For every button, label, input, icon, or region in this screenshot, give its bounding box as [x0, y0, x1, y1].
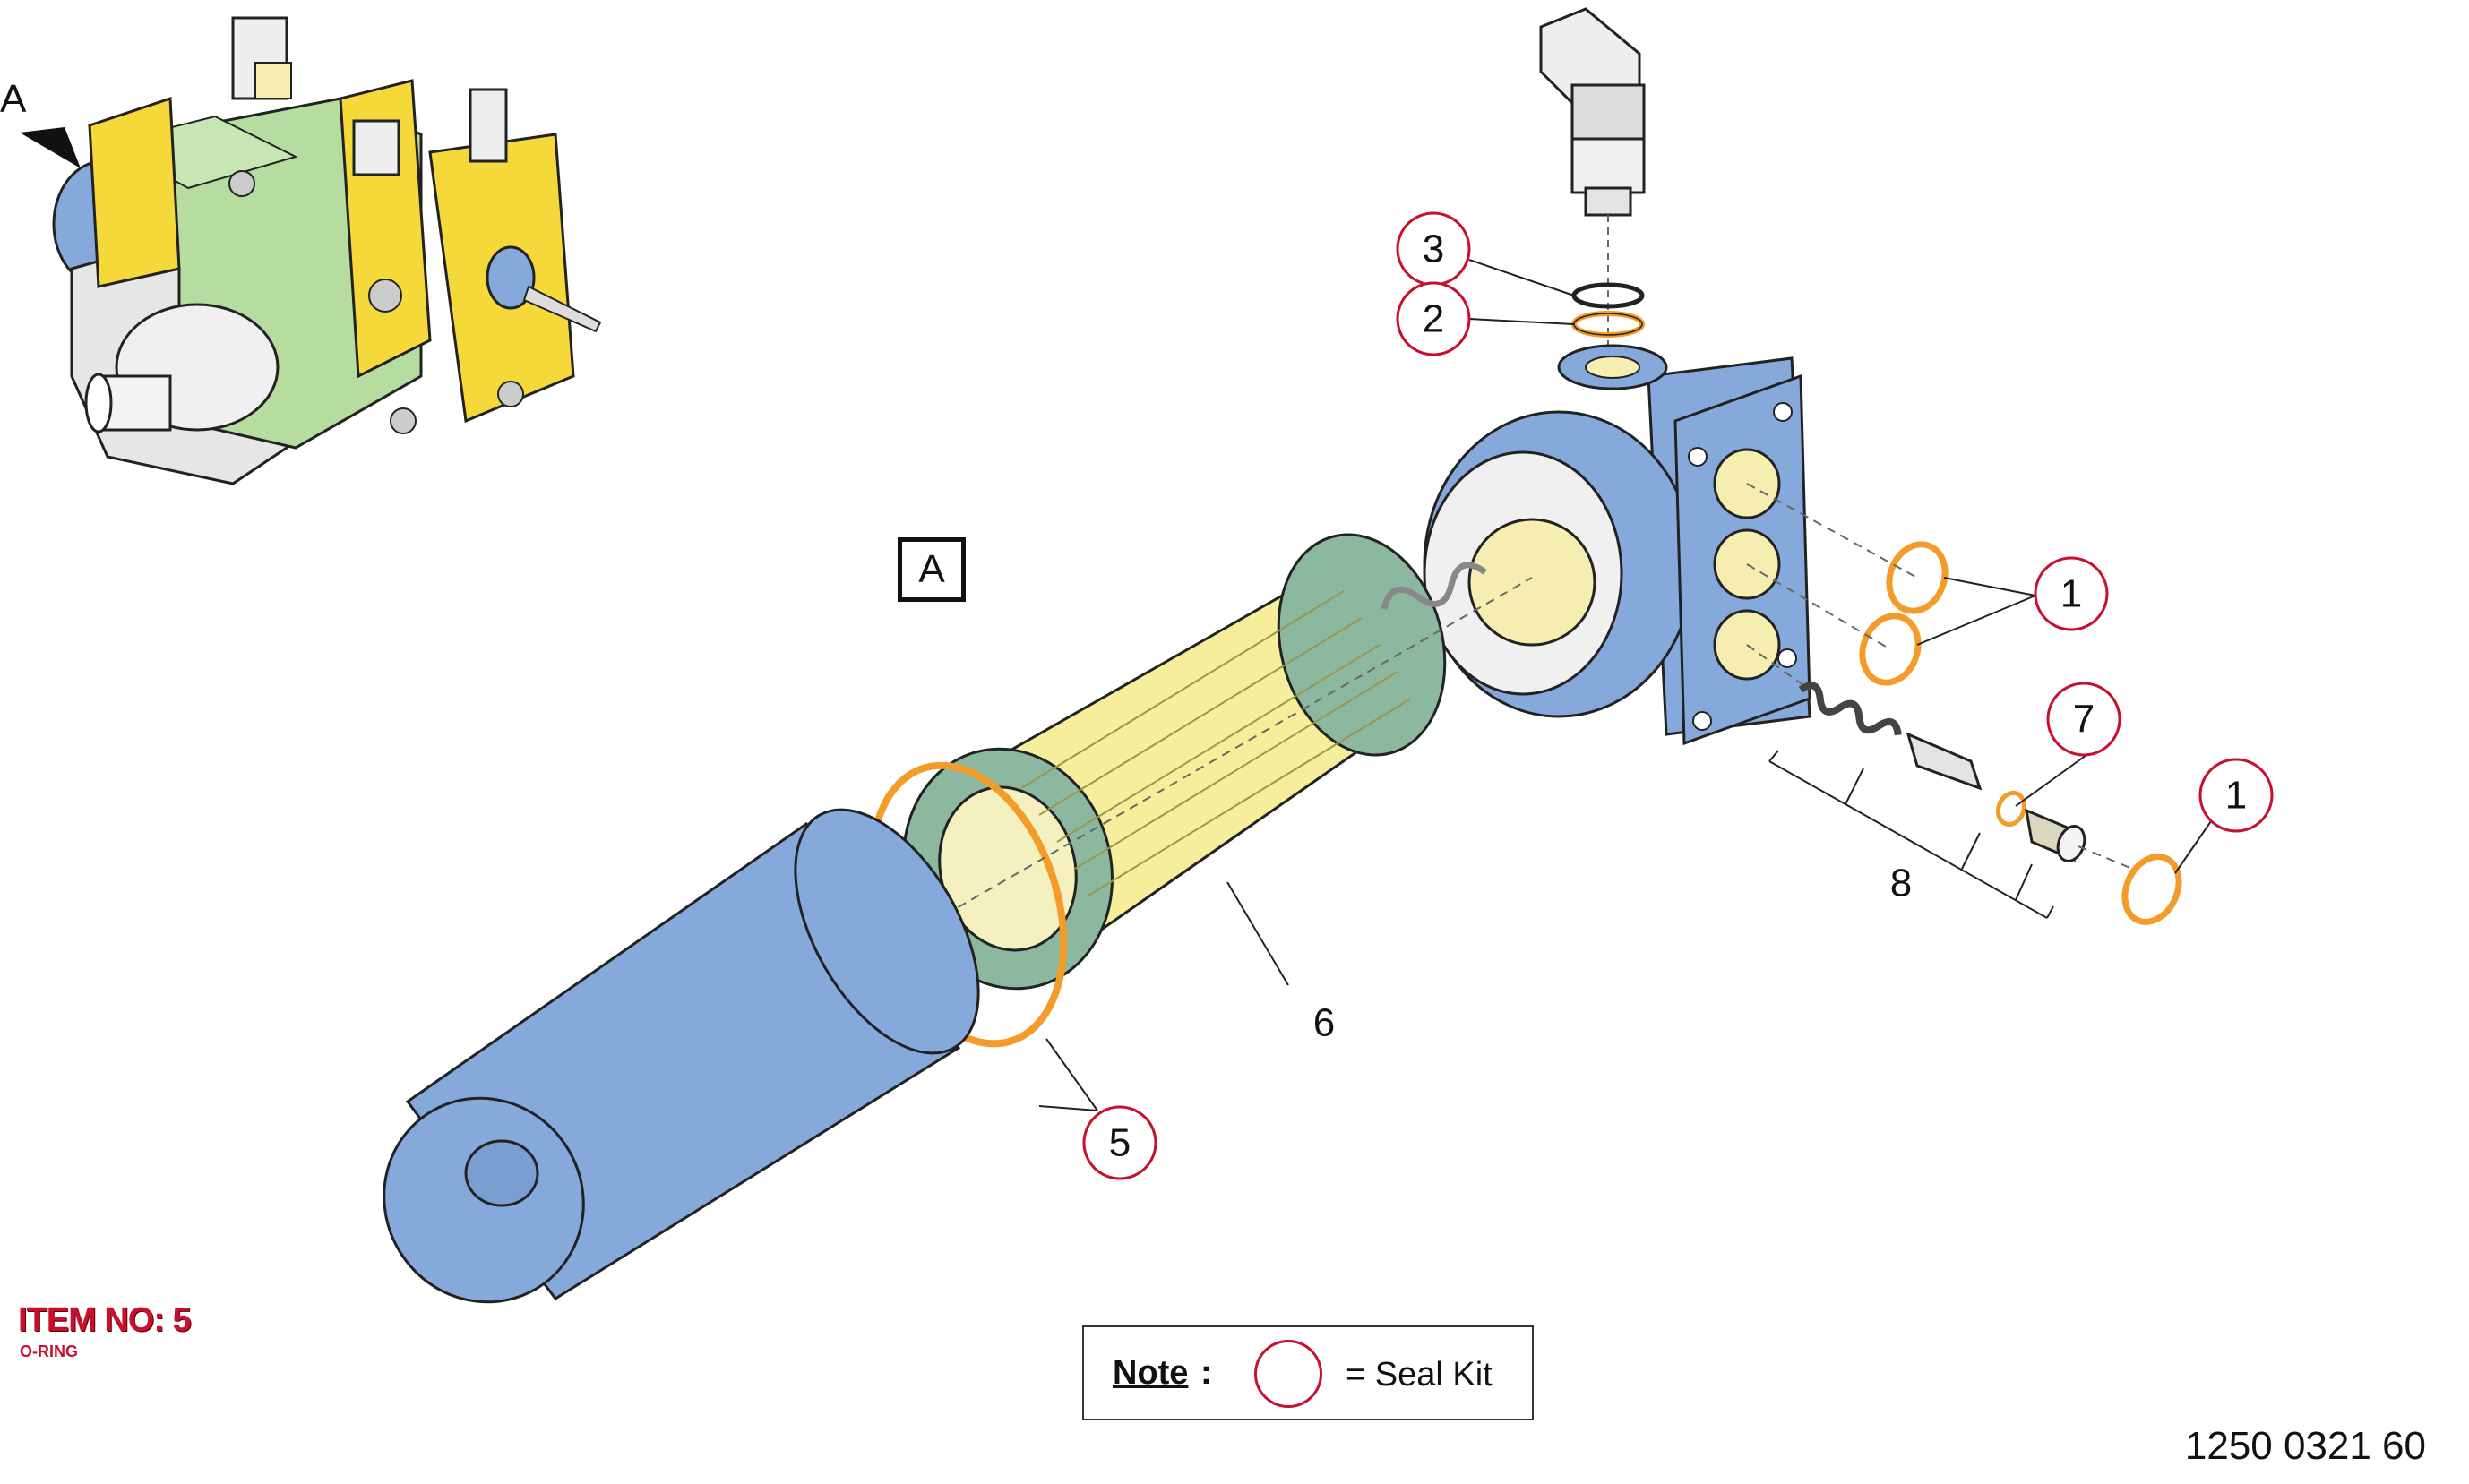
label-8: 8: [1890, 862, 1912, 905]
filter-head-housing: [1423, 344, 1811, 746]
svg-text:3: 3: [1423, 227, 1444, 271]
callout-5: 5: [1082, 1105, 1157, 1180]
callout-3: 3: [1396, 211, 1471, 287]
svg-text:1: 1: [2060, 572, 2082, 616]
drawing-number: 1250 0321 60: [2184, 1424, 2426, 1468]
svg-text:7: 7: [2073, 698, 2095, 742]
view-arrow-label: A: [0, 77, 27, 121]
o-ring-item-1-lower: [1859, 613, 1922, 686]
svg-text:5: 5: [1109, 1121, 1131, 1165]
note-colon: :: [1200, 1354, 1212, 1392]
item-number: ITEM NO: 5: [18, 1301, 192, 1339]
bypass-valve-assembly: [1798, 682, 2086, 862]
view-arrow-icon: [20, 127, 81, 168]
callout-1-manifold: 1: [2034, 556, 2109, 631]
view-box-label: A: [898, 537, 966, 602]
filter-bowl: [383, 808, 980, 1304]
o-ring-item-1-plug: [2121, 854, 2182, 925]
label-6: 6: [1313, 1001, 1335, 1045]
note-label: Note: [1113, 1354, 1189, 1392]
callout-2: 2: [1396, 281, 1471, 356]
pump-overview-illustration: [52, 16, 602, 485]
callout-1-plug: 1: [2198, 758, 2274, 833]
note-legend: Note : = Seal Kit: [1082, 1325, 1534, 1420]
seal-kit-circle-icon: [1254, 1340, 1322, 1408]
svg-text:1: 1: [2225, 774, 2247, 818]
o-ring-item-7: [1995, 790, 2027, 828]
note-text: = Seal Kit: [1346, 1356, 1493, 1394]
pressure-switch: [1539, 7, 1646, 217]
callout-7: 7: [2046, 682, 2121, 757]
svg-text:2: 2: [1423, 297, 1444, 341]
item-description: O-RING: [20, 1342, 78, 1360]
o-ring-item-1-upper: [1886, 541, 1949, 614]
